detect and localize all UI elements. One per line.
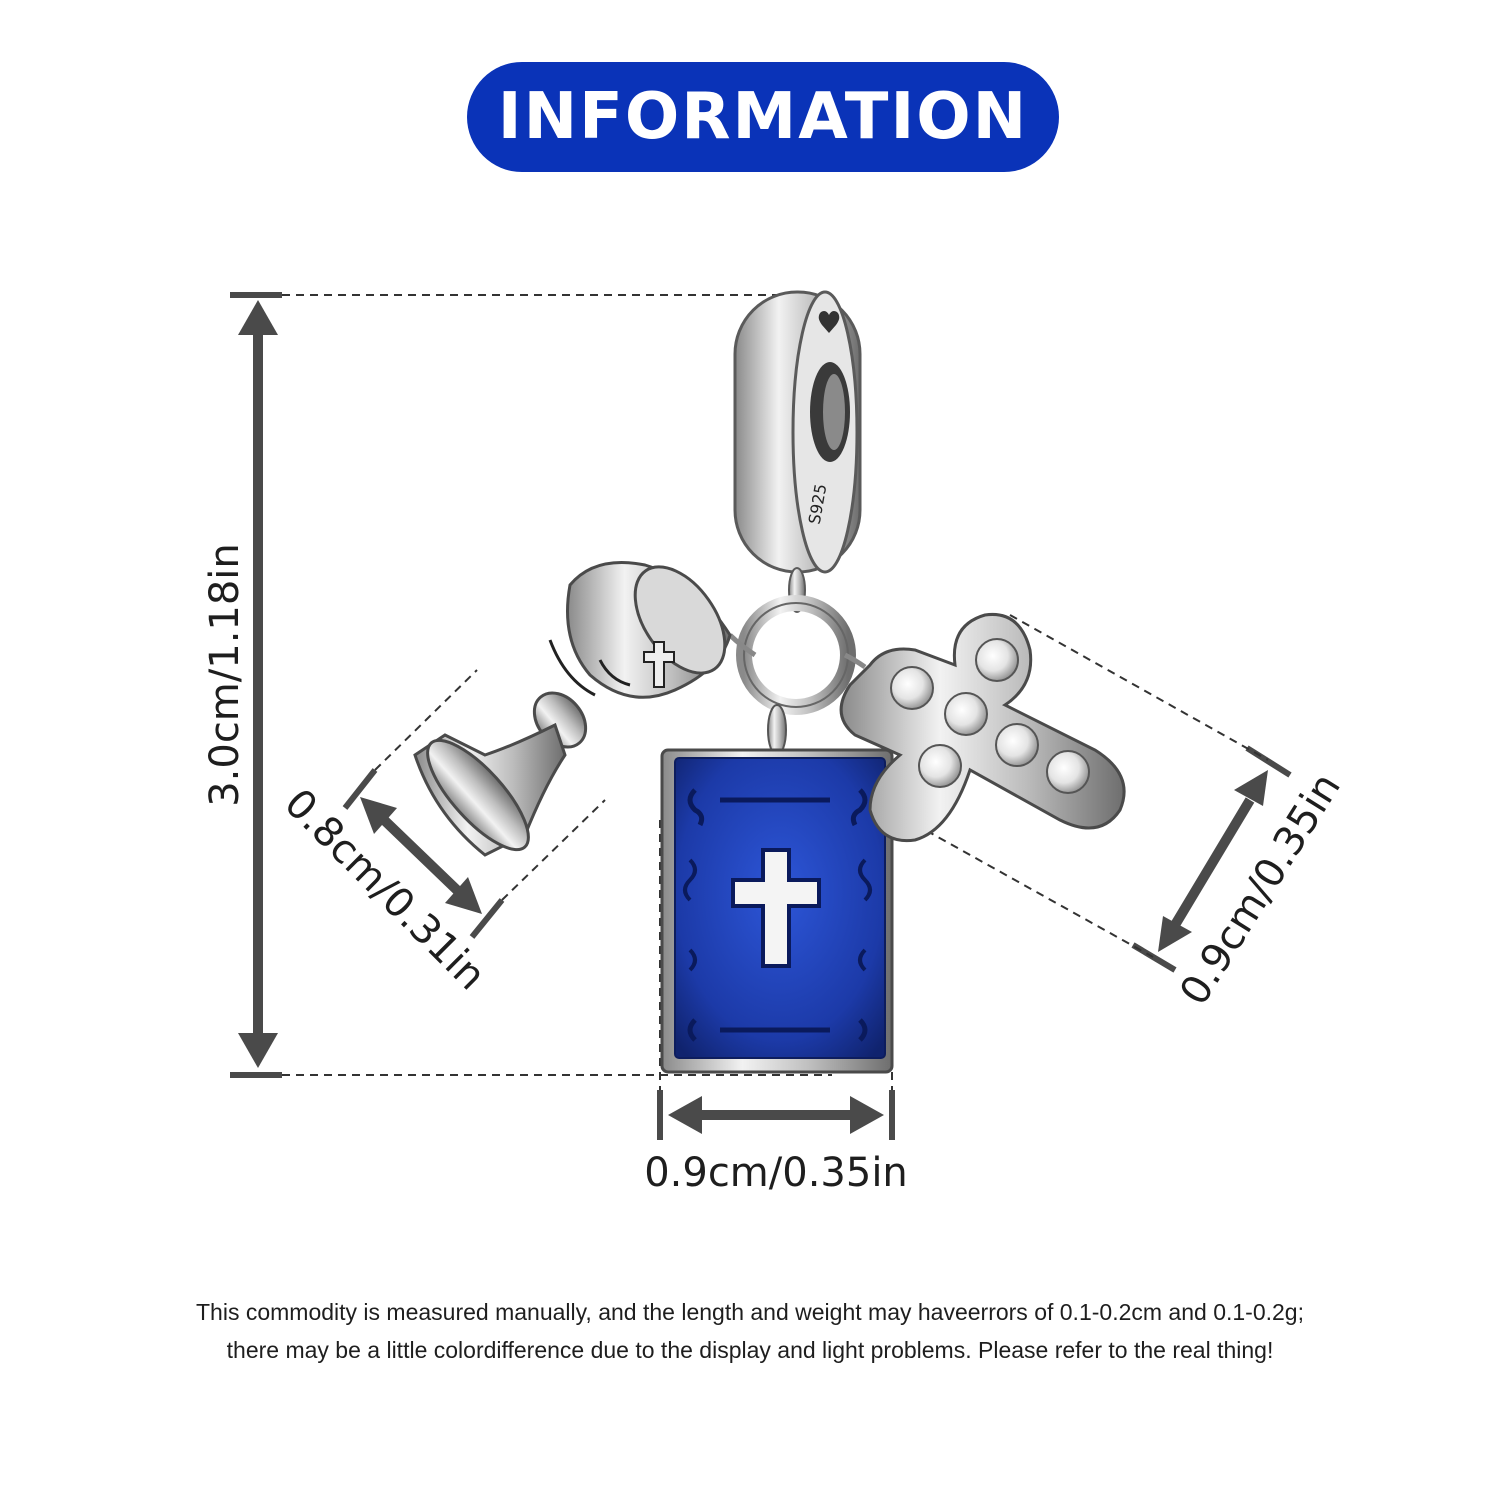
header-banner: INFORMATION — [467, 62, 1059, 172]
height-label: 3.0cm/1.18in — [202, 543, 248, 807]
book-width-label: 0.9cm/0.35in — [644, 1150, 908, 1196]
chalice-dimension — [342, 669, 606, 939]
arrow-up-icon — [238, 300, 278, 335]
arrow-down-icon — [238, 1033, 278, 1068]
cross-charm — [839, 612, 1126, 843]
book-charm — [660, 704, 894, 1074]
height-dimension — [230, 292, 832, 1078]
header-title: INFORMATION — [497, 80, 1029, 154]
heart-icon — [818, 311, 840, 333]
disclaimer-line-1: This commodity is measured manually, and… — [196, 1299, 1304, 1325]
cross-dimension — [901, 614, 1292, 973]
disclaimer-line-2: there may be a little colordifference du… — [226, 1337, 1274, 1363]
cross-icon — [643, 641, 675, 688]
disclaimer: This commodity is measured manually, and… — [0, 1293, 1500, 1369]
chalice-charm — [413, 561, 757, 857]
charm-bail: S925 — [733, 290, 862, 613]
cross-icon — [731, 848, 821, 968]
